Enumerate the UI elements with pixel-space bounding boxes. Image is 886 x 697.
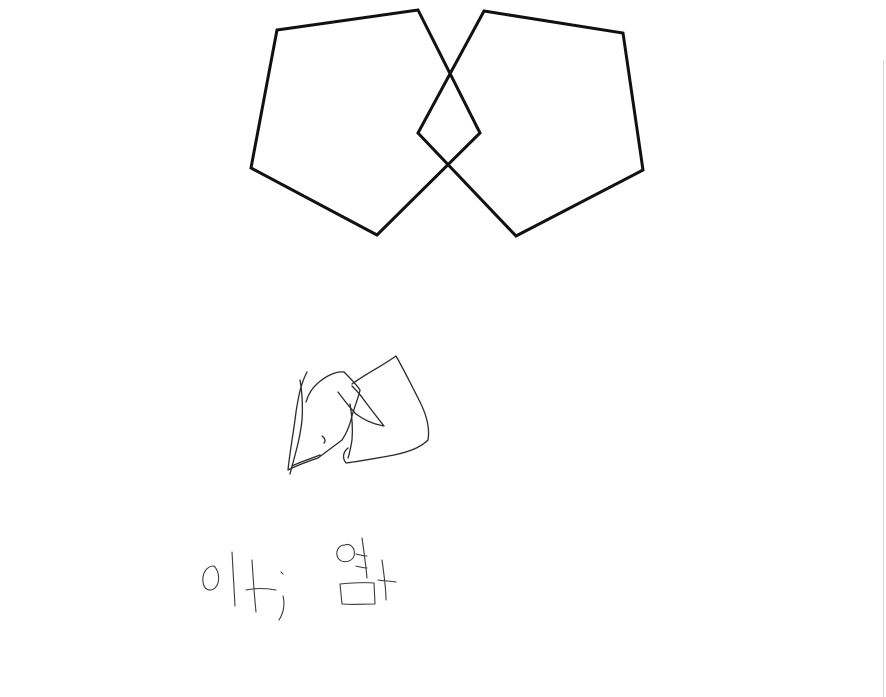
copy-inner-diamond [337,385,385,427]
hangul-ieung [202,565,220,591]
hand-drawn-copy [287,355,430,475]
copy-tail-stroke [291,435,326,467]
hangul-second-bar [245,559,277,613]
hangul-yeo-strokes [355,537,368,579]
right-pentagon [416,9,645,238]
hangul-mieum [339,582,376,605]
hangul-yeo-circle [336,544,355,563]
dot-mark [280,571,284,575]
copy-left-shape [287,371,361,471]
copy-right-shape [342,355,430,464]
copy-inner-stroke [347,403,354,459]
hangul-i-bar [231,551,236,607]
page-edge-line [883,60,884,697]
handwritten-note [202,537,397,621]
left-pentagon [249,8,482,237]
hangul-extra-strokes [377,559,397,601]
model-pentagons [249,8,645,238]
comma-mark [278,595,285,621]
copy-left-inner [289,379,304,475]
